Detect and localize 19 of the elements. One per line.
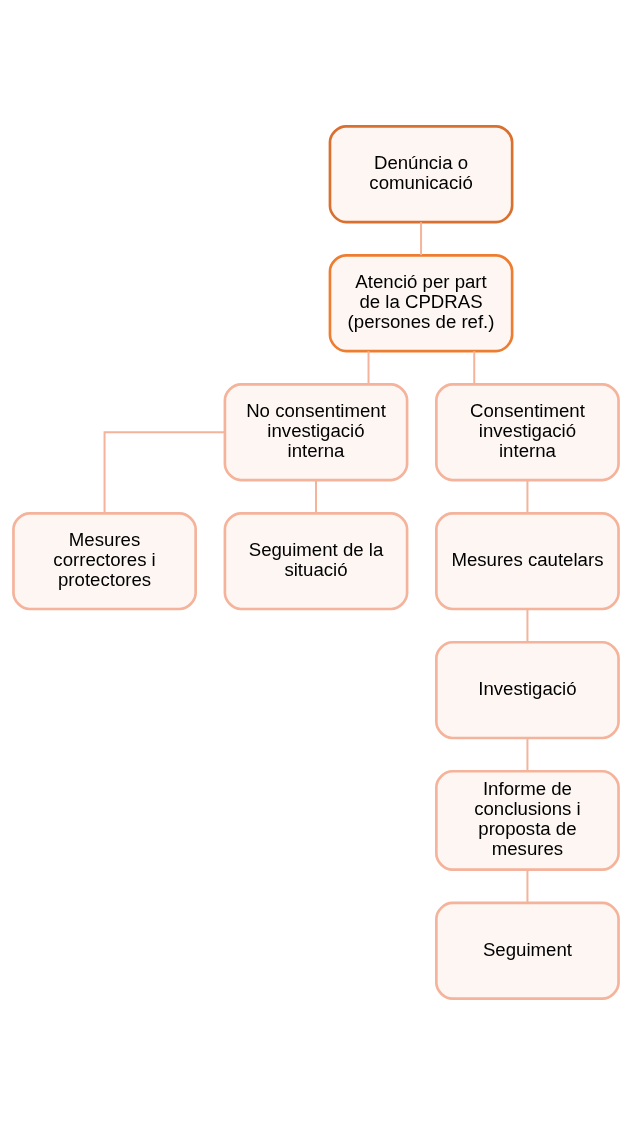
connector xyxy=(367,349,370,385)
connector xyxy=(315,478,317,514)
node-box: No consentiment investigació interna xyxy=(223,382,409,481)
node-box: Seguiment xyxy=(435,901,620,1000)
connector xyxy=(420,220,423,256)
node-box: Mesures cautelars xyxy=(435,511,620,610)
node-box: Atenció per part de la CPDRAS (persones de ref.) xyxy=(328,253,514,352)
node-box: Consentiment investigació interna xyxy=(435,382,620,481)
connector xyxy=(103,430,226,514)
node-box: Mesures correctores i protectores xyxy=(12,511,197,610)
connector xyxy=(526,607,529,643)
connector xyxy=(526,478,529,514)
node-box: Seguiment de la situació xyxy=(223,511,409,610)
connector xyxy=(526,868,529,904)
node-box: Denúncia o comunicació xyxy=(328,124,514,223)
node-box: Informe de conclusions i proposta de mesures xyxy=(435,769,620,871)
node-box: Investigació xyxy=(435,640,620,739)
connector xyxy=(473,349,476,385)
connector xyxy=(526,736,529,772)
